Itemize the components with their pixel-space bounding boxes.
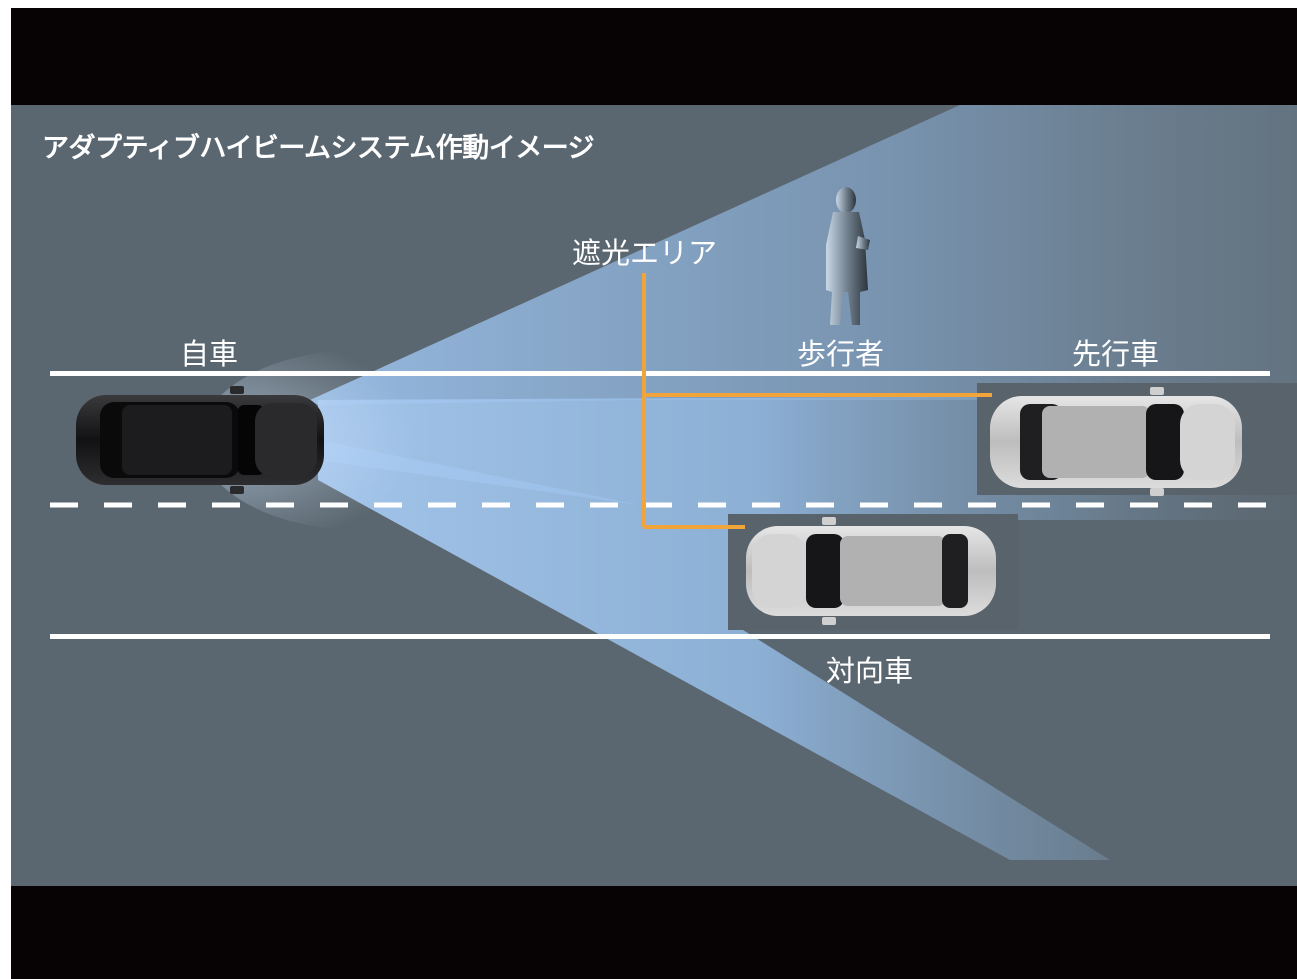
preceding-vehicle-label: 先行車: [1072, 337, 1160, 371]
own-vehicle-car: [76, 386, 324, 494]
bottom-letterbox: [11, 886, 1297, 979]
shade-area-indicator: [642, 273, 992, 529]
pedestrian-label: 歩行者: [797, 337, 885, 371]
oncoming-vehicle-car: [746, 517, 996, 625]
road-edge-bottom: [50, 634, 1270, 639]
shade-area-label: 遮光エリア: [572, 236, 718, 270]
own-vehicle-label: 自車: [180, 337, 239, 371]
road-edge-top: [50, 371, 1270, 376]
diagram-title: アダプティブハイビームシステム作動イメージ: [42, 133, 595, 164]
preceding-vehicle-car: [990, 387, 1242, 496]
pedestrian-figure: [826, 187, 870, 325]
oncoming-vehicle-label: 対向車: [826, 654, 914, 688]
top-letterbox: [11, 8, 1297, 105]
